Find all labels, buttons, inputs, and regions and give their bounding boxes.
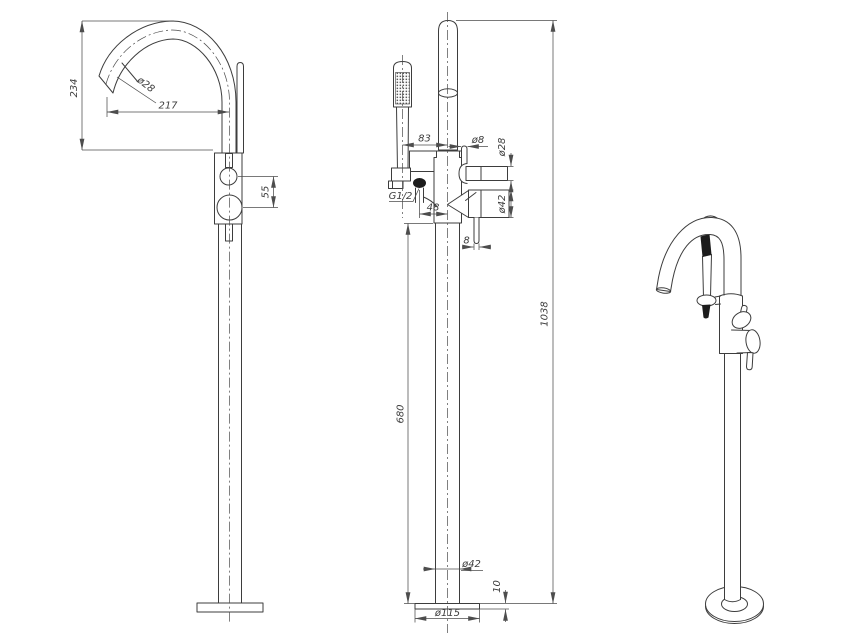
dim-dia42-handle-label: ø42 — [497, 195, 508, 215]
dim-total-height: 1038 — [456, 20, 557, 604]
dim-48-label: 48 — [427, 203, 440, 214]
dim-handle-dia: ø42 — [497, 189, 514, 218]
persp-handle-face — [745, 329, 761, 354]
front-spout-tube — [438, 20, 458, 151]
hose-connection — [413, 178, 426, 188]
persp-column — [724, 353, 741, 600]
dim-dia42-column-label: ø42 — [461, 559, 481, 570]
side-spout-curve — [98, 20, 237, 154]
side-inlet-tube — [225, 153, 233, 168]
dim-side-ctrl-spacing: 55 — [238, 176, 278, 208]
dim-55-label: 55 — [261, 186, 272, 199]
dim-side-reach: 217 — [106, 97, 230, 117]
side-view: 234 ø28 217 55 — [69, 20, 278, 622]
dim-83-label: 83 — [418, 134, 431, 145]
dim-side-spout-dia: ø28 — [116, 74, 156, 104]
diverter-pin — [461, 145, 468, 165]
shower-holder-arm — [409, 150, 462, 172]
dim-thread: G1/2 — [389, 188, 420, 202]
persp-spout-curve — [656, 216, 742, 297]
dim-lever-dia: 8 — [462, 236, 491, 250]
persp-diverter-knob — [731, 311, 752, 329]
side-column — [218, 223, 242, 604]
dim-8-label: 8 — [463, 236, 469, 247]
side-diverter-knob — [219, 167, 238, 186]
persp-base-rim — [705, 605, 764, 624]
dim-base-dia: ø115 — [414, 608, 480, 623]
dim-1038-label: 1038 — [540, 301, 551, 326]
diverter-knob-cylinder — [465, 166, 508, 181]
dim-dia115-label: ø115 — [434, 608, 460, 619]
dim-side-height: 234 — [69, 20, 213, 151]
dim-knob-dia: ø28 — [497, 138, 514, 194]
mixer-lever-rod — [473, 217, 480, 244]
dim-10-label: 10 — [492, 580, 503, 593]
side-hose-tube — [225, 223, 233, 242]
dim-dia28-side-label: ø28 — [134, 74, 156, 95]
dim-dia28-front-label: ø28 — [497, 138, 508, 158]
persp-shower-nub — [702, 304, 711, 319]
mixer-handle-cone — [447, 190, 469, 218]
persp-column-foot — [724, 599, 741, 603]
dim-pin-dia: ø8 — [448, 135, 488, 149]
front-spout-seam — [438, 88, 458, 98]
dim-shower-offset: 83 — [402, 134, 448, 148]
persp-holder-arm — [714, 295, 721, 305]
side-shower-tube — [236, 62, 244, 154]
front-valve-body — [433, 150, 462, 224]
dim-hose-offset: 48 — [419, 190, 448, 218]
side-base-plate — [196, 602, 264, 613]
dim-217-label: 217 — [158, 101, 178, 112]
persp-holder-ring — [696, 294, 717, 307]
persp-spout-outlet — [655, 287, 672, 294]
persp-column-fill — [724, 353, 741, 601]
mixer-handle-joint — [465, 189, 482, 218]
persp-shower-head — [700, 234, 712, 257]
side-centerline — [105, 29, 230, 622]
dim-680-label: 680 — [396, 404, 407, 423]
diverter-knob-cap — [458, 163, 468, 184]
front-column — [435, 222, 460, 604]
front-view: 83 ø8 ø28 G1/2 48 ø42 — [388, 12, 557, 633]
perspective-view — [655, 215, 764, 624]
dim-dia8-label: ø8 — [471, 135, 484, 146]
dim-column-dia: ø42 — [423, 559, 483, 572]
side-spout-joint-line — [121, 62, 139, 83]
dim-234-label: 234 — [69, 78, 80, 97]
persp-shower-handle — [702, 254, 712, 298]
thread-label: G1/2 — [389, 191, 413, 202]
shower-holder-cup — [391, 167, 411, 182]
dim-base-thickness: 10 — [480, 580, 509, 622]
shower-outlet-nub — [388, 180, 404, 189]
dim-column-height: 680 — [396, 223, 433, 604]
persp-lever-rod — [746, 352, 754, 371]
